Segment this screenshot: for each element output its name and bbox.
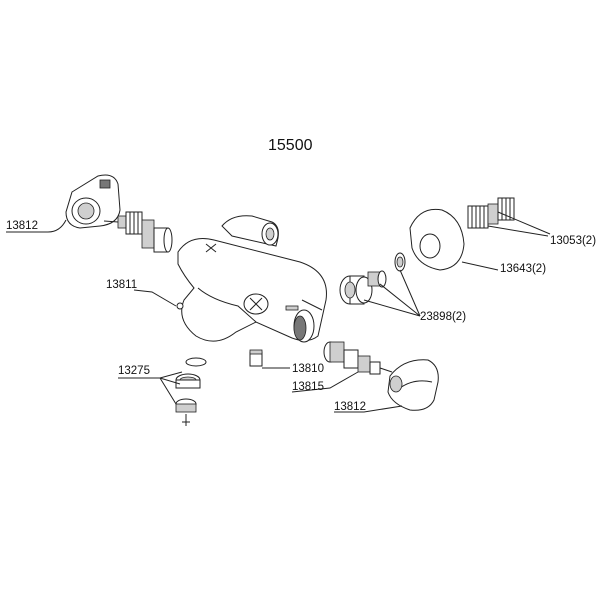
cover-13643-part [409,208,465,271]
diagram-title: 15500 [268,137,313,154]
leader-lines [6,211,551,413]
label-13643: 13643(2) [500,263,546,275]
label-13811: 13811 [106,279,137,291]
nut-23898-part [339,252,406,305]
aerator-part [175,357,207,426]
mixer-body-part [176,215,327,343]
flow-cartridge-part [323,341,393,375]
label-13053: 13053(2) [550,235,596,247]
insert-13810-part [249,349,263,367]
label-13810: 13810 [292,363,324,375]
handle-right-part [387,359,439,411]
label-13275: 13275 [118,365,150,377]
label-13812-top: 13812 [6,220,38,232]
connector-13053-part [467,197,515,229]
label-23898: 23898(2) [420,311,466,323]
label-13815: 13815 [292,381,324,393]
thermostatic-cartridge-part [103,211,173,253]
label-13812-bottom: 13812 [334,401,366,413]
handle-left-part [65,174,121,229]
